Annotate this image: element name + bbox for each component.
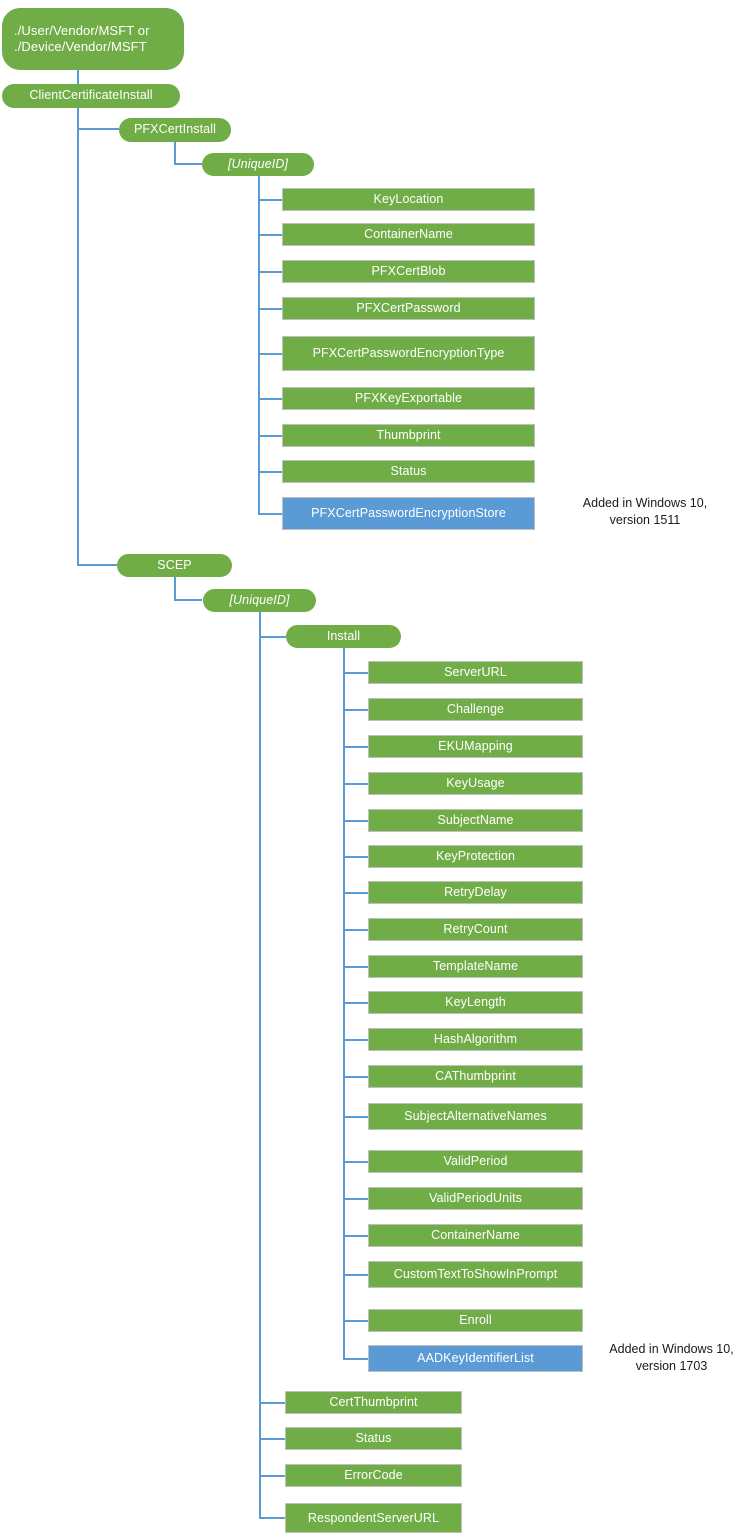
connector-install-leaf-17 bbox=[343, 1320, 368, 1322]
node-install-hashalgorithm[interactable]: HashAlgorithm bbox=[368, 1028, 583, 1051]
connector-scep-to-uniqueid-h bbox=[174, 599, 202, 601]
note-pfx-added-version: Added in Windows 10, version 1511 bbox=[582, 496, 708, 527]
node-install-keyusage[interactable]: KeyUsage bbox=[368, 772, 583, 795]
node-pfx-pfxcertpasswordencryptionstore[interactable]: PFXCertPasswordEncryptionStore bbox=[282, 497, 535, 530]
node-install-aadkeyidentifierlist[interactable]: AADKeyIdentifierList bbox=[368, 1345, 583, 1372]
node-install-retrydelay[interactable]: RetryDelay bbox=[368, 881, 583, 904]
node-install-validperiodunits[interactable]: ValidPeriodUnits bbox=[368, 1187, 583, 1210]
connector-install-leaf-5 bbox=[343, 856, 368, 858]
node-scep[interactable]: SCEP bbox=[117, 554, 232, 577]
connector-scep-tail-2 bbox=[259, 1475, 285, 1477]
connector-to-install bbox=[259, 636, 286, 638]
connector-install-leaf-16 bbox=[343, 1274, 368, 1276]
node-install-validperiod[interactable]: ValidPeriod bbox=[368, 1150, 583, 1173]
connector-pfx-leaf-1 bbox=[258, 234, 282, 236]
node-pfx-status[interactable]: Status bbox=[282, 460, 535, 483]
node-install-retrycount[interactable]: RetryCount bbox=[368, 918, 583, 941]
connector-install-leaf-12 bbox=[343, 1116, 368, 1118]
node-scep-status[interactable]: Status bbox=[285, 1427, 462, 1450]
connector-pfxcertinstall-to-uniqueid-h bbox=[174, 163, 202, 165]
connector-root-to-clientcertificateinstall bbox=[77, 70, 79, 86]
connector-install-leaf-15 bbox=[343, 1235, 368, 1237]
connector-install-leaf-2 bbox=[343, 746, 368, 748]
node-install-templatename[interactable]: TemplateName bbox=[368, 955, 583, 978]
node-install-challenge[interactable]: Challenge bbox=[368, 698, 583, 721]
connector-scep-tail-1 bbox=[259, 1438, 285, 1440]
node-install-keyprotection[interactable]: KeyProtection bbox=[368, 845, 583, 868]
node-scep-certthumbprint[interactable]: CertThumbprint bbox=[285, 1391, 462, 1414]
connector-scep-tail-3 bbox=[259, 1517, 285, 1519]
connector-install-leaf-14 bbox=[343, 1198, 368, 1200]
node-scep-respondentserverurl[interactable]: RespondentServerURL bbox=[285, 1503, 462, 1533]
connector-to-pfxcertinstall bbox=[77, 128, 119, 130]
node-pfx-pfxkeyexportable[interactable]: PFXKeyExportable bbox=[282, 387, 535, 410]
connector-install-leaf-4 bbox=[343, 820, 368, 822]
node-pfx-thumbprint[interactable]: Thumbprint bbox=[282, 424, 535, 447]
connector-install-leaf-8 bbox=[343, 966, 368, 968]
connector-install-leaf-3 bbox=[343, 783, 368, 785]
node-install-cathumbprint[interactable]: CAThumbprint bbox=[368, 1065, 583, 1088]
connector-pfx-leaf-7 bbox=[258, 471, 282, 473]
connector-install-leaf-10 bbox=[343, 1039, 368, 1041]
node-pfx-keylocation[interactable]: KeyLocation bbox=[282, 188, 535, 211]
connector-pfx-leaf-6 bbox=[258, 435, 282, 437]
node-install-serverurl[interactable]: ServerURL bbox=[368, 661, 583, 684]
node-install-subjectname[interactable]: SubjectName bbox=[368, 809, 583, 832]
node-pfxcertinstall[interactable]: PFXCertInstall bbox=[119, 118, 231, 142]
node-scep-errorcode[interactable]: ErrorCode bbox=[285, 1464, 462, 1487]
connector-pfx-leaf-0 bbox=[258, 199, 282, 201]
connector-to-scep bbox=[77, 564, 117, 566]
connector-pfx-leaf-5 bbox=[258, 398, 282, 400]
connector-install-leaf-6 bbox=[343, 892, 368, 894]
note-aad-added-version: Added in Windows 10, version 1703 bbox=[609, 1342, 734, 1373]
connector-pfx-leaf-3 bbox=[258, 308, 282, 310]
connector-pfx-leaf-2 bbox=[258, 271, 282, 273]
node-pfx-pfxcertblob[interactable]: PFXCertBlob bbox=[282, 260, 535, 283]
connector-install-leaf-11 bbox=[343, 1076, 368, 1078]
connector-install-leaf-7 bbox=[343, 929, 368, 931]
node-scep-uniqueid[interactable]: [UniqueID] bbox=[203, 589, 316, 612]
connector-scep-tail-0 bbox=[259, 1402, 285, 1404]
connector-clientcertificateinstall-spine bbox=[77, 108, 79, 565]
node-install-customtexttoshowinprompt[interactable]: CustomTextToShowInPrompt bbox=[368, 1261, 583, 1288]
connector-pfx-leaf-spine bbox=[258, 176, 260, 514]
node-pfx-pfxcertpasswordencryptiontype[interactable]: PFXCertPasswordEncryptionType bbox=[282, 336, 535, 371]
node-scep-install[interactable]: Install bbox=[286, 625, 401, 648]
connector-pfx-leaf-4 bbox=[258, 353, 282, 355]
connector-install-leaf-1 bbox=[343, 709, 368, 711]
node-root-vendor-path[interactable]: ./User/Vendor/MSFT or ./Device/Vendor/MS… bbox=[2, 8, 184, 70]
node-install-enroll[interactable]: Enroll bbox=[368, 1309, 583, 1332]
node-clientcertificateinstall[interactable]: ClientCertificateInstall bbox=[2, 84, 180, 108]
node-install-subjectalternativenames[interactable]: SubjectAlternativeNames bbox=[368, 1103, 583, 1130]
node-install-keylength[interactable]: KeyLength bbox=[368, 991, 583, 1014]
connector-scep-uniqueid-spine bbox=[259, 612, 261, 1518]
node-install-ekumapping[interactable]: EKUMapping bbox=[368, 735, 583, 758]
connector-install-leaf-18 bbox=[343, 1358, 368, 1360]
connector-scep-to-uniqueid bbox=[174, 577, 176, 599]
connector-install-leaf-9 bbox=[343, 1002, 368, 1004]
connector-install-leaf-0 bbox=[343, 672, 368, 674]
connector-pfx-leaf-8 bbox=[258, 513, 282, 515]
node-pfx-uniqueid[interactable]: [UniqueID] bbox=[202, 153, 314, 176]
connector-pfxcertinstall-to-uniqueid bbox=[174, 142, 176, 164]
node-pfx-containername[interactable]: ContainerName bbox=[282, 223, 535, 246]
node-pfx-pfxcertpassword[interactable]: PFXCertPassword bbox=[282, 297, 535, 320]
connector-install-leaf-13 bbox=[343, 1161, 368, 1163]
node-install-containername[interactable]: ContainerName bbox=[368, 1224, 583, 1247]
